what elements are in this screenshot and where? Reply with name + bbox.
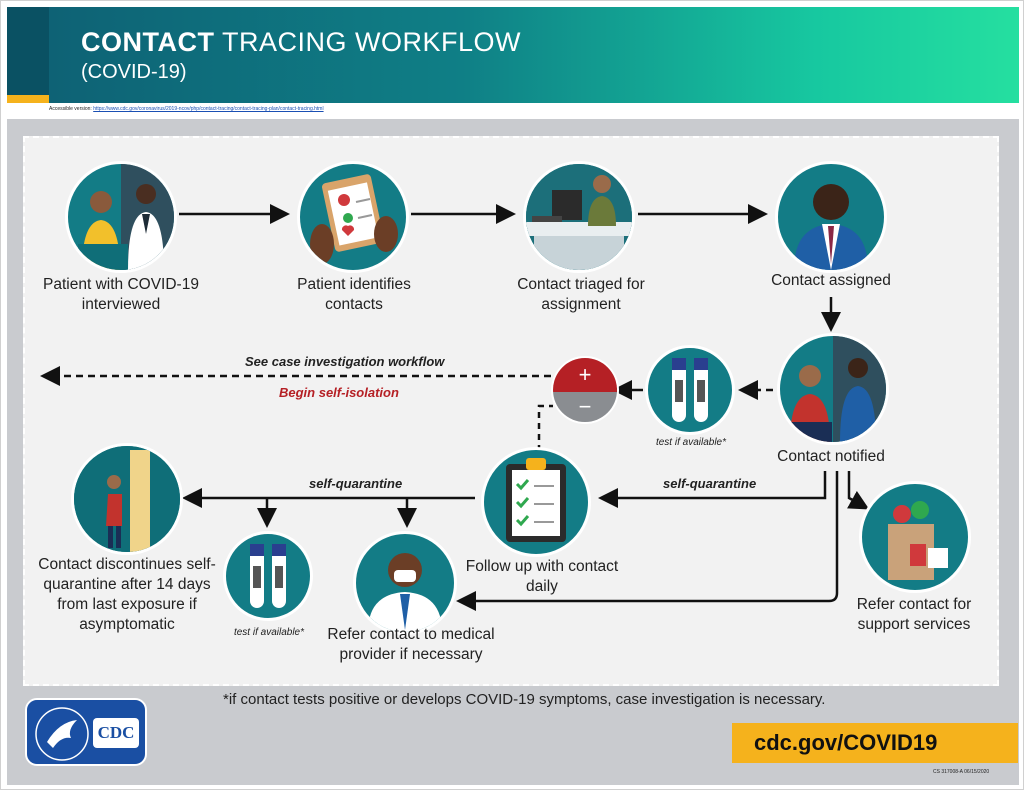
title-bold: CONTACT	[81, 27, 215, 57]
accessible-label: Accessible version:	[49, 106, 92, 112]
accessible-link[interactable]: https://www.cdc.gov/coronavirus/2019-nco…	[93, 106, 324, 112]
page-subtitle: (COVID-19)	[81, 61, 187, 83]
self-quarantine-right-text: self-quarantine	[663, 476, 757, 491]
cdc-url[interactable]: cdc.gov/COVID19	[754, 730, 938, 755]
step-follow-up-label: Follow up with contact daily	[465, 558, 619, 596]
self-isolation-text: Begin self-isolation	[279, 385, 399, 400]
step-interviewed-label: Patient with COVID-19 interviewed	[43, 276, 199, 314]
notified-call-illustration	[777, 333, 889, 445]
step-identifies-label: Patient identifies contacts	[297, 276, 411, 314]
cdc-logo-text: CDC	[93, 718, 139, 748]
step-triaged-label: Contact triaged for assignment	[517, 276, 645, 314]
interview-illustration	[65, 161, 177, 273]
arrow-notify-to-medical	[456, 471, 839, 611]
arrow-notify-to-support	[847, 471, 870, 510]
clipboard-illustration	[297, 161, 409, 273]
daily-checklist-illustration	[481, 447, 591, 557]
triage-desk-illustration	[523, 161, 635, 273]
title-rest: TRACING WORKFLOW	[222, 27, 521, 57]
test-tube-icon	[645, 345, 735, 435]
url-banner: cdc.gov/COVID19	[732, 723, 1018, 763]
header-accent	[7, 7, 49, 103]
case-investigation-text: See case investigation workflow	[245, 354, 445, 369]
step-refer-medical-label: Refer contact to medical provider if nec…	[327, 626, 495, 664]
hhs-cdc-logo: CDC	[25, 698, 147, 766]
accessible-version-line: Accessible version: https://www.cdc.gov/…	[49, 106, 324, 112]
step-notified-label: Contact notified	[777, 448, 885, 465]
test-if-available-top: test if available*	[655, 437, 727, 448]
header-accent-bar	[7, 95, 49, 103]
header-banner: CONTACT TRACING WORKFLOW (COVID-19)	[7, 7, 1019, 103]
test-if-available-bottom: test if available*	[233, 627, 305, 638]
arrow-followup-to-result	[537, 404, 553, 451]
hhs-eagle-icon	[35, 707, 89, 761]
assigned-person-illustration	[775, 161, 887, 273]
step-discontinue-label: Contact discontinues self-quarantine aft…	[38, 556, 216, 634]
footnote: *if contact tests positive or develops C…	[223, 691, 826, 708]
self-quarantine-left-text: self-quarantine	[309, 476, 403, 491]
step-assigned-label: Contact assigned	[771, 272, 891, 289]
page-title: CONTACT TRACING WORKFLOW	[81, 27, 521, 58]
grocery-bag-illustration	[859, 481, 971, 593]
doctor-illustration	[353, 531, 457, 635]
step-support-label: Refer contact for support services	[856, 596, 972, 634]
test-result-indicator: + −	[551, 356, 619, 424]
arrow-notify-to-followup	[598, 471, 827, 508]
document-code: CS 317008-A 06/15/2020	[933, 769, 990, 775]
test-tube-icon	[223, 531, 313, 621]
door-exit-illustration	[71, 443, 183, 555]
